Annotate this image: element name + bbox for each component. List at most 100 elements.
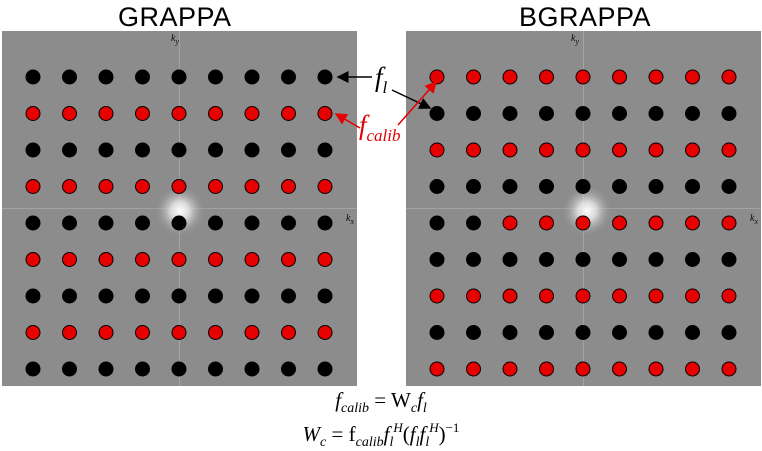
- calibration-sample-dot: [612, 142, 627, 158]
- acquired-sample-dot: [281, 69, 296, 85]
- acquired-sample-dot: [648, 106, 664, 121]
- acquired-sample-dot: [539, 179, 554, 194]
- acquired-sample-dot: [685, 325, 700, 340]
- calibration-sample-dot: [135, 106, 150, 121]
- acquired-sample-dot: [244, 288, 260, 304]
- calibration-sample-dot: [648, 361, 664, 377]
- acquired-sample-dot: [612, 252, 627, 267]
- calibration-sample-dot: [539, 215, 554, 231]
- calibration-sample-dot: [208, 252, 223, 267]
- acquired-sample-dot: [502, 252, 518, 267]
- equation-calibration: fcalib = Wcfl: [335, 388, 427, 416]
- acquired-sample-dot: [612, 179, 627, 194]
- calibration-sample-dot: [685, 288, 700, 304]
- calibration-sample-dot: [575, 215, 591, 231]
- acquired-sample-dot: [135, 288, 150, 304]
- kspace-centre-highlight: [561, 185, 613, 237]
- acquired-sample-dot: [685, 179, 700, 194]
- acquired-sample-dot: [612, 106, 627, 121]
- acquired-sample-dot: [575, 179, 591, 194]
- acquired-sample-dot: [244, 215, 260, 231]
- calibration-sample-dot: [135, 252, 150, 267]
- acquired-sample-dot: [502, 325, 518, 340]
- calibration-sample-dot: [685, 142, 700, 158]
- bgrappa-kspace-panel: ky kx: [406, 31, 761, 386]
- acquired-sample-dot: [575, 325, 591, 340]
- calibration-sample-dot: [244, 106, 260, 121]
- acquired-sample-dot: [98, 361, 114, 377]
- calibration-sample-dot: [281, 325, 296, 340]
- calibration-sample-dot: [25, 252, 41, 267]
- calibration-sample-dot: [281, 179, 296, 194]
- acquired-sample-dot: [208, 69, 223, 85]
- fcalib-arrow-left: [334, 113, 361, 129]
- fcalib-arrow-right: [397, 80, 437, 126]
- acquired-sample-dot: [317, 288, 333, 304]
- acquired-sample-dot: [466, 215, 481, 231]
- calibration-sample-dot: [685, 69, 700, 85]
- calibration-sample-dot: [466, 361, 481, 377]
- calibration-sample-dot: [539, 69, 554, 85]
- acquired-sample-dot: [648, 179, 664, 194]
- acquired-sample-dot: [612, 325, 627, 340]
- calibration-sample-dot: [648, 142, 664, 158]
- acquired-sample-dot: [62, 361, 77, 377]
- calibration-sample-dot: [648, 69, 664, 85]
- calibration-sample-dot: [648, 288, 664, 304]
- calibration-sample-dot: [171, 252, 187, 267]
- calibration-sample-dot: [539, 142, 554, 158]
- calibration-sample-dot: [281, 252, 296, 267]
- calibration-sample-dot: [25, 325, 41, 340]
- calibration-sample-dot: [721, 142, 737, 158]
- acquired-sample-dot: [25, 361, 41, 377]
- calibration-sample-dot: [171, 179, 187, 194]
- acquired-sample-dot: [429, 325, 445, 340]
- calibration-sample-dot: [281, 106, 296, 121]
- acquired-sample-dot: [502, 179, 518, 194]
- acquired-sample-dot: [135, 215, 150, 231]
- calibration-sample-dot: [721, 361, 737, 377]
- calibration-sample-dot: [135, 179, 150, 194]
- acquired-sample-dot: [171, 69, 187, 85]
- acquired-sample-dot: [135, 361, 150, 377]
- calibration-sample-dot: [208, 106, 223, 121]
- acquired-sample-dot: [98, 288, 114, 304]
- acquired-sample-dot: [208, 142, 223, 158]
- ky-axis-label: ky: [171, 33, 180, 46]
- calibration-sample-dot: [502, 215, 518, 231]
- calibration-sample-dot: [466, 288, 481, 304]
- acquired-sample-dot: [539, 325, 554, 340]
- calibration-sample-dot: [575, 288, 591, 304]
- acquired-sample-dot: [429, 215, 445, 231]
- calibration-sample-dot: [502, 69, 518, 85]
- acquired-sample-dot: [135, 142, 150, 158]
- acquired-sample-dot: [648, 325, 664, 340]
- calibration-sample-dot: [62, 179, 77, 194]
- calibration-sample-dot: [612, 288, 627, 304]
- calibration-sample-dot: [575, 142, 591, 158]
- calibration-sample-dot: [466, 142, 481, 158]
- grappa-kspace-panel: ky kx: [2, 31, 357, 386]
- acquired-sample-dot: [98, 215, 114, 231]
- calibration-sample-dot: [721, 69, 737, 85]
- calibration-sample-dot: [685, 215, 700, 231]
- acquired-sample-dot: [429, 179, 445, 194]
- kspace-centre-highlight: [154, 185, 206, 237]
- acquired-sample-dot: [98, 142, 114, 158]
- acquired-sample-dot: [317, 69, 333, 85]
- acquired-sample-dot: [208, 215, 223, 231]
- ky-axis-label: ky: [571, 33, 580, 46]
- acquired-sample-dot: [317, 142, 333, 158]
- acquired-sample-dot: [171, 215, 187, 231]
- acquired-sample-dot: [208, 361, 223, 377]
- acquired-sample-dot: [317, 215, 333, 231]
- calibration-sample-dot: [539, 288, 554, 304]
- calibration-sample-dot: [612, 69, 627, 85]
- calibration-sample-dot: [575, 69, 591, 85]
- kx-axis-label: kx: [749, 213, 758, 226]
- acquired-sample-dot: [539, 252, 554, 267]
- calibration-sample-dot: [62, 106, 77, 121]
- calibration-sample-dot: [62, 325, 77, 340]
- acquired-sample-dot: [62, 215, 77, 231]
- acquired-sample-dot: [171, 142, 187, 158]
